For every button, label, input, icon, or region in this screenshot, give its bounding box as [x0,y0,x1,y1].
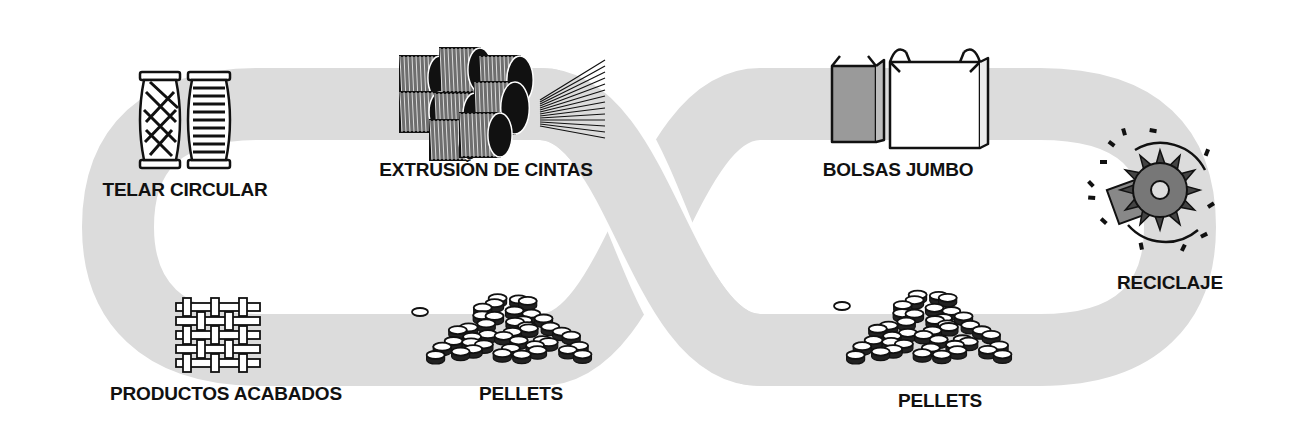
spool-icon [140,72,230,168]
stage-label: PELLETS [898,390,982,412]
infinity-band [118,104,1180,350]
stage-label: EXTRUSIÓN DE CINTAS [379,159,592,181]
shredder-icon [1087,128,1215,252]
pellet-pile [834,291,1011,364]
stage-label: BOLSAS JUMBO [823,159,974,181]
jumbo-bag-icon [832,50,988,148]
stage-label: TELAR CIRCULAR [102,179,267,201]
stage-label: PELLETS [479,383,563,405]
woven-fabric-icon [176,298,260,372]
stage-label: PRODUCTOS ACABADOS [110,383,342,405]
pellet-pile [412,294,591,364]
extrusion-icon [400,48,605,160]
stage-label: RECICLAJE [1117,272,1223,294]
